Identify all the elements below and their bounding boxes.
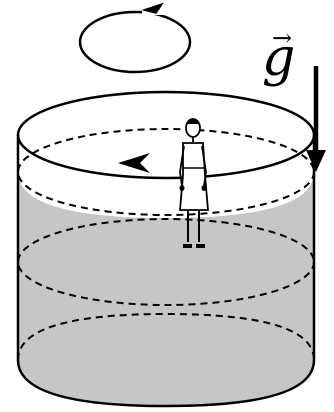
- gravity-arrow-icon: [306, 66, 326, 172]
- cylinder-shaded-interior: [18, 172, 314, 406]
- cylinder-top-rim: [18, 92, 314, 178]
- rotation-ellipse: [80, 12, 190, 72]
- motion-direction-arrowhead-icon: [118, 153, 150, 173]
- motion-path-ellipse: [18, 129, 314, 215]
- rotation-indicator-icon: [80, 4, 190, 72]
- gravity-label: g: [262, 32, 295, 84]
